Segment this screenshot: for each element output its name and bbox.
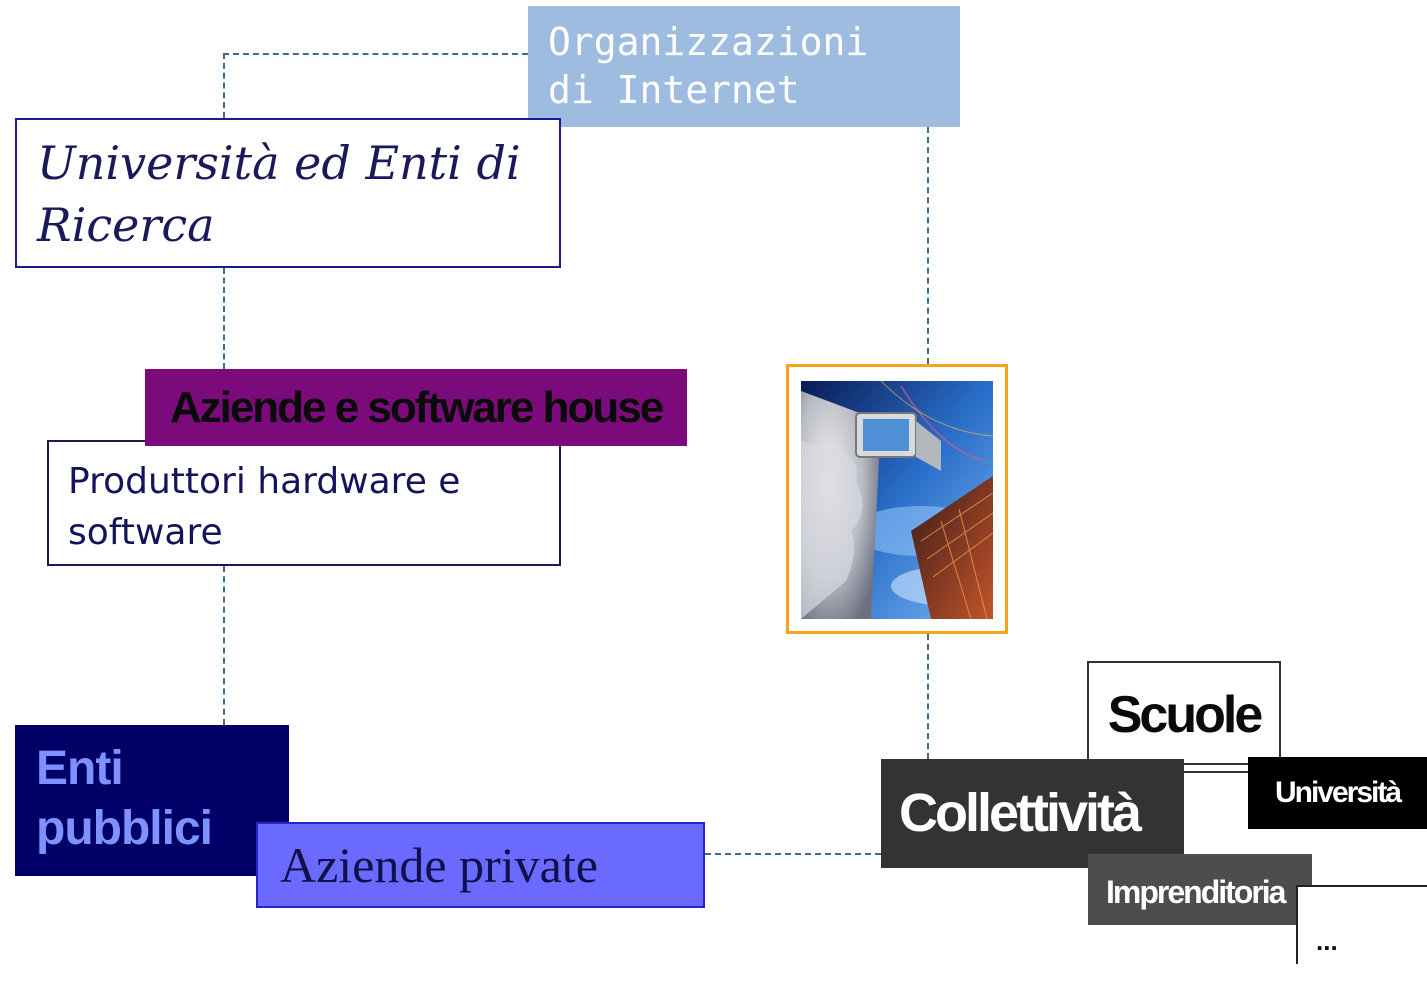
public-bodies-line2: pubblici: [36, 802, 213, 855]
schools-label: Scuole: [1107, 686, 1263, 744]
software-companies-box: Aziende e software house: [145, 369, 687, 446]
connector-bottom: [705, 853, 881, 855]
public-bodies-box: Enti pubblici: [15, 725, 289, 876]
internet-organizations-line2: di Internet: [548, 68, 800, 112]
internet-organizations-line1: Organizzazioni: [548, 20, 869, 64]
connector-left-mid: [223, 268, 225, 369]
entrepreneurship-box: Imprenditoria: [1088, 854, 1312, 925]
connector-left-bottom: [223, 566, 225, 725]
software-companies-label: Aziende e software house: [169, 383, 664, 432]
community-label: Collettività: [899, 783, 1142, 843]
cluster-line-1: [1184, 771, 1248, 773]
more-label: ...: [1316, 926, 1338, 956]
connector-left-top: [223, 53, 225, 118]
community-box: Collettività: [881, 759, 1184, 868]
producers-line1: Produttori hardware e: [68, 461, 461, 502]
connector-right-bottom: [927, 634, 929, 759]
private-companies-label: Aziende private: [280, 837, 598, 893]
producers-box: Produttori hardware e software: [47, 440, 561, 566]
internet-organizations-box: Organizzazioni di Internet: [528, 6, 960, 127]
universities-line2: Ricerca: [37, 198, 215, 252]
central-image-frame: [786, 364, 1008, 634]
universities-box: Università ed Enti di Ricerca: [15, 118, 561, 268]
public-bodies-line1: Enti: [36, 742, 124, 795]
university-sub-box: Università: [1248, 757, 1427, 829]
private-companies-box: Aziende private: [256, 822, 705, 908]
ecosystem-diagram: Organizzazioni di Internet Università ed…: [15, 6, 1427, 964]
more-box: ...: [1296, 885, 1427, 964]
university-sub-label: Università: [1274, 776, 1402, 809]
face-and-screen-illustration-icon: [801, 381, 993, 619]
universities-line1: Università ed Enti di: [37, 136, 521, 190]
entrepreneurship-label: Imprenditoria: [1106, 874, 1286, 910]
producers-line2: software: [68, 512, 223, 553]
connector-right-top: [927, 127, 929, 364]
schools-box: Scuole: [1087, 661, 1281, 765]
connector-top: [223, 53, 528, 55]
